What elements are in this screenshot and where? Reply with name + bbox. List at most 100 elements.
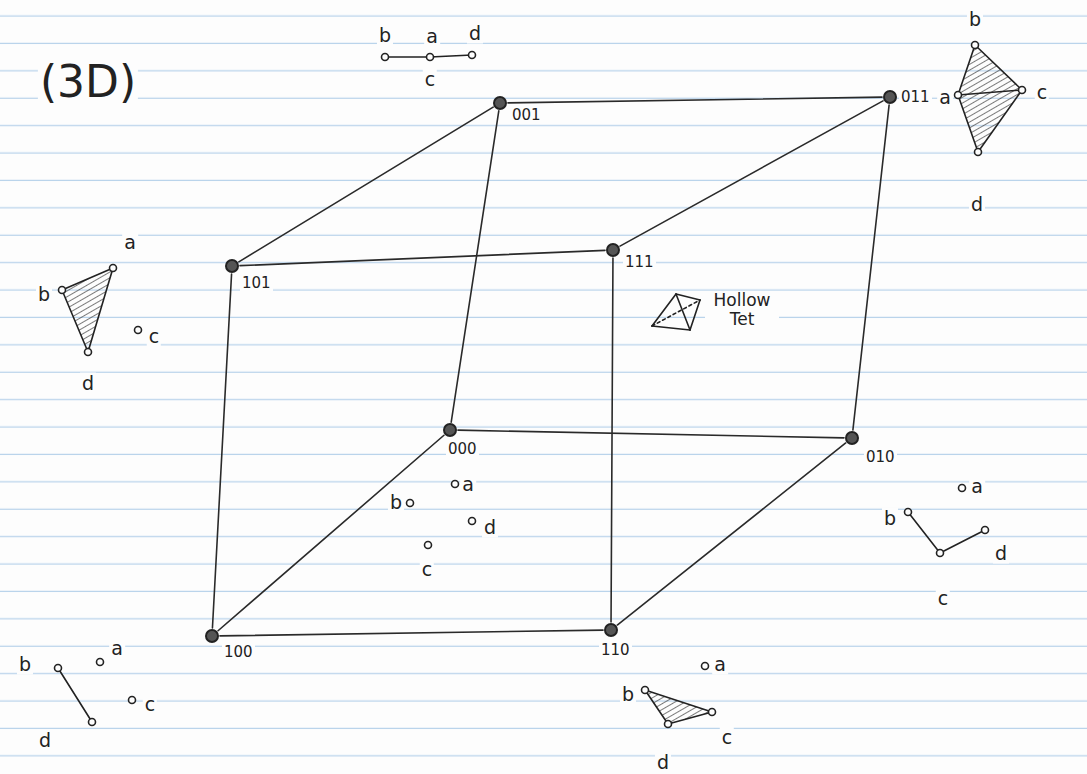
tet-edge: [652, 294, 676, 326]
graph-edge: [58, 668, 92, 722]
cube-vertex: 010: [845, 431, 859, 445]
cube-vertex: 011: [883, 90, 897, 104]
cube-edge: [240, 250, 605, 265]
dimension-note: (3D): [38, 58, 138, 106]
vertex-letter: d: [969, 194, 985, 215]
graph-vertex: [972, 42, 979, 49]
graph-vertex: [407, 500, 414, 507]
vertex-letter: d: [655, 752, 671, 773]
vertex-letter: a: [122, 232, 138, 253]
vertex-letter: b: [388, 492, 404, 513]
graph-vertex: [702, 663, 709, 670]
tet-edge: [652, 300, 700, 326]
vertex-label: 010: [864, 448, 897, 466]
graph-vertex: [59, 287, 66, 294]
graph-vertex: [469, 52, 476, 59]
vertex-letter: b: [377, 25, 393, 46]
vertex-letter: b: [620, 684, 636, 705]
vertex-letter: a: [460, 474, 476, 495]
vertex-letter: d: [482, 517, 498, 538]
graph-vertex: [937, 550, 944, 557]
cube-edge: [611, 258, 613, 622]
vertex-letter: c: [720, 727, 734, 748]
vertex-letter: b: [967, 9, 983, 30]
vertex-label: 101: [240, 274, 273, 292]
annotation: Hollow Tet: [705, 291, 779, 328]
vertex-letter: a: [712, 654, 728, 675]
filled-triangle: [62, 268, 113, 352]
graph-vertex: [469, 518, 476, 525]
cube-edge: [458, 430, 844, 438]
cube-edge: [220, 630, 603, 636]
vertex-letter: c: [147, 326, 161, 347]
graph-vertex: [129, 697, 136, 704]
graph-vertex: [97, 659, 104, 666]
vertex-label: 011: [899, 88, 932, 106]
graph-vertex: [55, 665, 62, 672]
graph-vertex: [427, 54, 434, 61]
vertex-letter: b: [17, 654, 33, 675]
graph-vertex: [89, 719, 96, 726]
graph-vertex: [1019, 87, 1026, 94]
graph-vertex: [982, 527, 989, 534]
graph-vertex: [975, 149, 982, 156]
vertex-label: 110: [599, 641, 632, 659]
tet-edge: [652, 326, 690, 330]
vertex-label: 111: [623, 253, 656, 271]
vertex-letter: d: [467, 23, 483, 44]
vertex-letter: a: [937, 87, 953, 108]
vertex-label: 001: [510, 106, 543, 124]
graph-edge: [958, 90, 1022, 95]
filled-diamond: [958, 45, 1022, 152]
cube-vertex: 111: [606, 243, 620, 257]
vertex-letter: d: [80, 373, 96, 394]
cube-edge: [451, 111, 499, 422]
graph-vertex: [85, 349, 92, 356]
cube-edge: [239, 107, 493, 262]
graph-edge: [908, 512, 985, 553]
graph-vertex: [959, 485, 966, 492]
cube-vertex: 110: [604, 623, 618, 637]
vertex-letter: c: [423, 69, 437, 90]
cube-edge: [620, 101, 883, 246]
graph-vertex: [665, 721, 672, 728]
graph-vertex: [110, 265, 117, 272]
vertex-letter: b: [882, 508, 898, 529]
vertex-letter: a: [969, 476, 985, 497]
cube-edge: [218, 435, 444, 631]
vertex-label: 100: [222, 643, 255, 661]
cube-vertex: 100: [205, 629, 219, 643]
vertex-letter: d: [993, 543, 1009, 564]
vertex-letter: a: [109, 638, 125, 659]
vertex-letter: a: [424, 26, 440, 47]
graph-vertex: [135, 327, 142, 334]
vertex-letter: c: [143, 694, 157, 715]
graph-vertex: [425, 542, 432, 549]
graph-vertex: [382, 54, 389, 61]
vertex-letter: c: [936, 588, 950, 609]
vertex-label: 000: [446, 440, 479, 458]
cube-edge: [853, 105, 889, 430]
vertex-letter: b: [36, 284, 52, 305]
graph-vertex: [955, 92, 962, 99]
vertex-letter: d: [37, 730, 53, 751]
graph-vertex: [452, 481, 459, 488]
cube-vertex: 101: [225, 259, 239, 273]
cube-vertex: 000: [443, 423, 457, 437]
cube-edge: [617, 443, 845, 625]
graph-vertex: [905, 509, 912, 516]
graph-vertex: [709, 709, 716, 716]
vertex-letter: c: [420, 559, 434, 580]
graph-vertex: [642, 687, 649, 694]
vertex-letter: c: [1035, 82, 1049, 103]
filled-triangle: [645, 690, 712, 724]
cube-edge: [212, 274, 231, 628]
tet-edge: [676, 294, 700, 300]
